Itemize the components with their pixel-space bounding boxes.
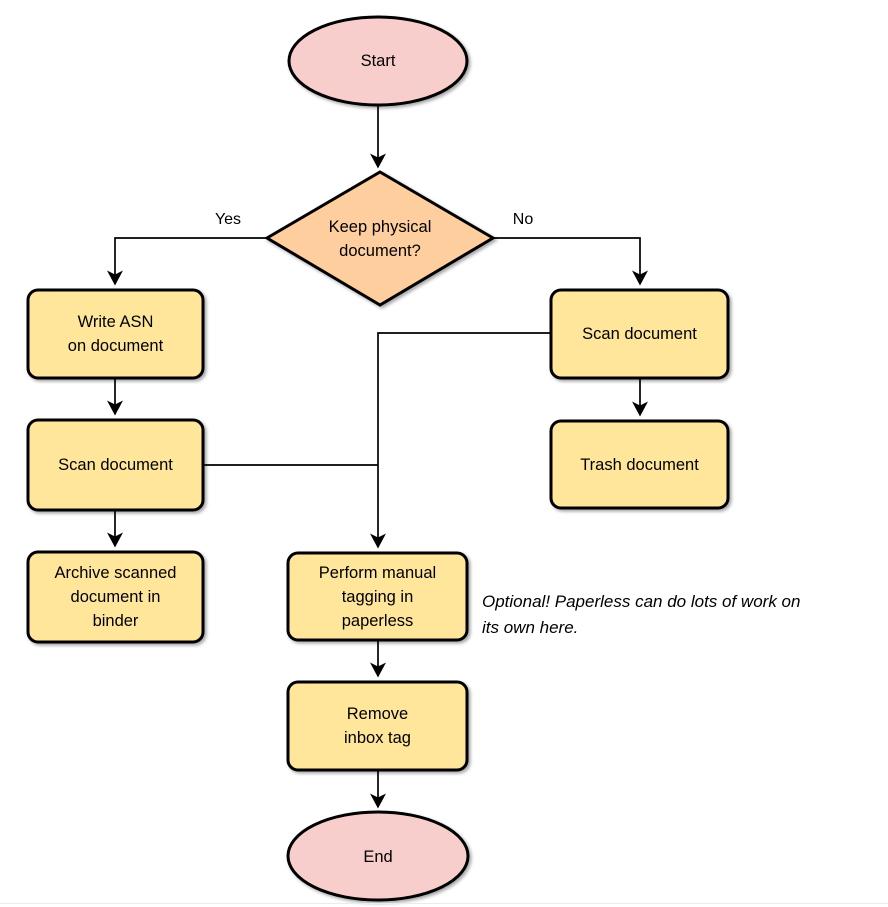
nodes [26,15,730,902]
decision-node-shape [264,170,496,307]
scan-left-node-shape [26,418,205,512]
edges [107,105,648,809]
tagging-node-shape [286,551,469,642]
scan-right-node-shape [549,288,730,380]
edge-decision-yes-to-write-asn [107,237,267,286]
bottom-divider [0,903,888,904]
trash-node-shape [549,419,730,510]
write-asn-node-shape [26,288,205,380]
remove-inbox-node-shape [286,680,469,772]
edge-decision-no-to-scan-right [493,237,648,286]
start-node-shape [287,15,469,107]
edge-scan-right-to-tagging [370,332,551,549]
end-node-shape [286,810,470,902]
archive-node-shape [26,550,205,644]
